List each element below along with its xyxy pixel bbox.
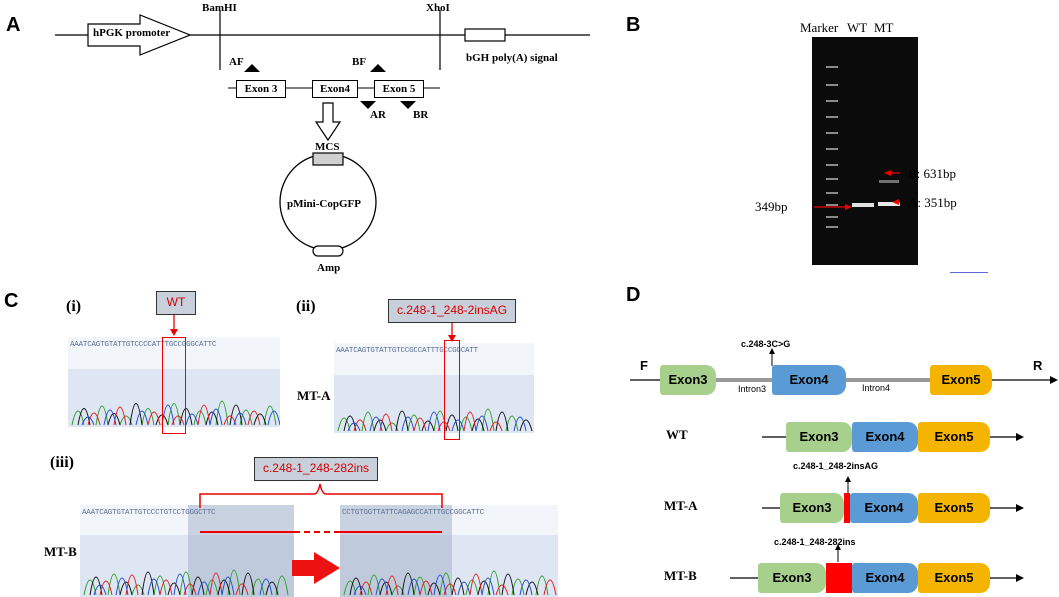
gel-image (812, 37, 918, 265)
sequence-iii-left: AAATCAGTGTATTGTCCCTGTCCTGGGCTTC (82, 509, 216, 517)
panel-label-d: D (626, 284, 641, 306)
bamhi-label: BamHI (202, 2, 237, 14)
primer-bf (370, 64, 386, 72)
sequence-iii-right: CCTGTGGTTATTCAGAGCCATTTGCCGGCATTC (342, 509, 484, 517)
band-a-label: A: 351bp (908, 195, 957, 210)
intron3-label: Intron3 (738, 384, 767, 394)
polya-label: bGH poly(A) signal (466, 52, 558, 64)
chromatogram-i: AAATCAGTGTATTGTCCCCATTTGCCGGGCATTC (68, 337, 280, 427)
af-label: AF (229, 56, 244, 68)
mt-b-seq-label: MT-B (44, 544, 77, 559)
wt-seq-label: WT (156, 291, 196, 315)
mut-b-label: c.248-1_248-282ins (774, 537, 856, 547)
plasmid-label: pMini-CopGFP (287, 198, 361, 210)
primer-af (244, 64, 260, 72)
ar-label: AR (370, 109, 386, 121)
mt-b-row-label: MT-B (664, 568, 697, 583)
panel-label-a: A (6, 14, 21, 36)
br-label: BR (413, 109, 429, 121)
down-arrow (314, 102, 342, 142)
band-b-label: B: 631bp (908, 166, 957, 181)
sequence-ii: AAATCAGTGTATTGTCCGCCATTTGCCGGCATT (336, 347, 478, 355)
ins-bracket-and-arrow (199, 483, 443, 584)
amp-label: Amp (317, 262, 341, 274)
primer-ar (360, 101, 376, 109)
gel-wt-label: WT (847, 20, 868, 35)
mta-exon5: Exon5 (918, 493, 990, 523)
mta-exon3: Exon3 (780, 493, 844, 523)
panel-c-ii-label: (ii) (296, 298, 316, 315)
mta-insert (844, 493, 850, 523)
exon5-box: Exon 5 (374, 80, 424, 98)
top-exon5: Exon5 (930, 365, 992, 395)
promoter-label: hPGK promoter (93, 27, 171, 39)
primer-f-label: F (640, 358, 648, 373)
mtb-exon4: Exon4 (852, 563, 918, 593)
wt-exon4: Exon4 (852, 422, 918, 452)
wt-band-a (852, 203, 874, 207)
gel-mt-label: MT (874, 20, 894, 35)
primer-r-label: R (1033, 358, 1043, 373)
mta-exon4: Exon4 (850, 493, 918, 523)
gel-arrows (814, 170, 900, 210)
mut-a-label: c.248-1_248-2insAG (793, 461, 879, 471)
mt-band-a (878, 202, 900, 206)
primer-br (400, 101, 416, 109)
panel-label-b: B (626, 14, 641, 36)
insag-seq-label: c.248-1_248-2insAG (388, 299, 516, 323)
panel-label-c: C (4, 290, 19, 312)
chromatogram-iii-left: AAATCAGTGTATTGTCCCTGTCCTGGGCTTC (80, 505, 294, 597)
wt-pointer-arrow (170, 315, 178, 336)
transcript-diagram (630, 348, 1058, 582)
chromatogram-iii-right: CCTGTGGTTATTCAGAGCCATTTGCCGGCATTC (340, 505, 558, 597)
top-exon4: Exon4 (772, 365, 846, 395)
intron4-label: Intron4 (862, 383, 891, 393)
mtb-exon5: Exon5 (918, 563, 990, 593)
xhoi-label: XhoI (426, 2, 450, 14)
mt-a-seq-label: MT-A (297, 388, 331, 403)
insag-highlight-box (444, 340, 460, 440)
mtb-exon3: Exon3 (758, 563, 826, 593)
ins-seq-label: c.248-1_248-282ins (254, 457, 378, 481)
insag-pointer-arrow (448, 323, 456, 342)
wt-highlight-box (162, 337, 186, 434)
promoter-arrow (87, 14, 192, 56)
mtb-insert (826, 563, 852, 593)
wt-exon3: Exon3 (786, 422, 852, 452)
scale-line (950, 272, 988, 273)
chromatogram-ii: AAATCAGTGTATTGTCCGCCATTTGCCGGCATT (334, 343, 534, 433)
gel-marker-label: Marker (800, 20, 839, 35)
panel-c-iii-label: (iii) (50, 454, 74, 471)
sequence-i: AAATCAGTGTATTGTCCCCATTTGCCGGGCATTC (70, 341, 217, 349)
band-349-label: 349bp (755, 199, 788, 214)
exon3-box: Exon 3 (236, 80, 286, 98)
wt-exon5: Exon5 (918, 422, 990, 452)
mutation-top-label: c.248-3C>G (741, 339, 791, 349)
exon4-box: Exon4 (312, 80, 358, 98)
panel-c-i-label: (i) (66, 298, 82, 315)
construct-diagram (55, 10, 590, 257)
top-exon3: Exon3 (660, 365, 716, 395)
wt-row-label: WT (666, 427, 688, 442)
mcs-label: MCS (315, 141, 340, 153)
mt-band-b (879, 180, 899, 183)
mt-a-row-label: MT-A (664, 498, 698, 513)
bf-label: BF (352, 56, 367, 68)
